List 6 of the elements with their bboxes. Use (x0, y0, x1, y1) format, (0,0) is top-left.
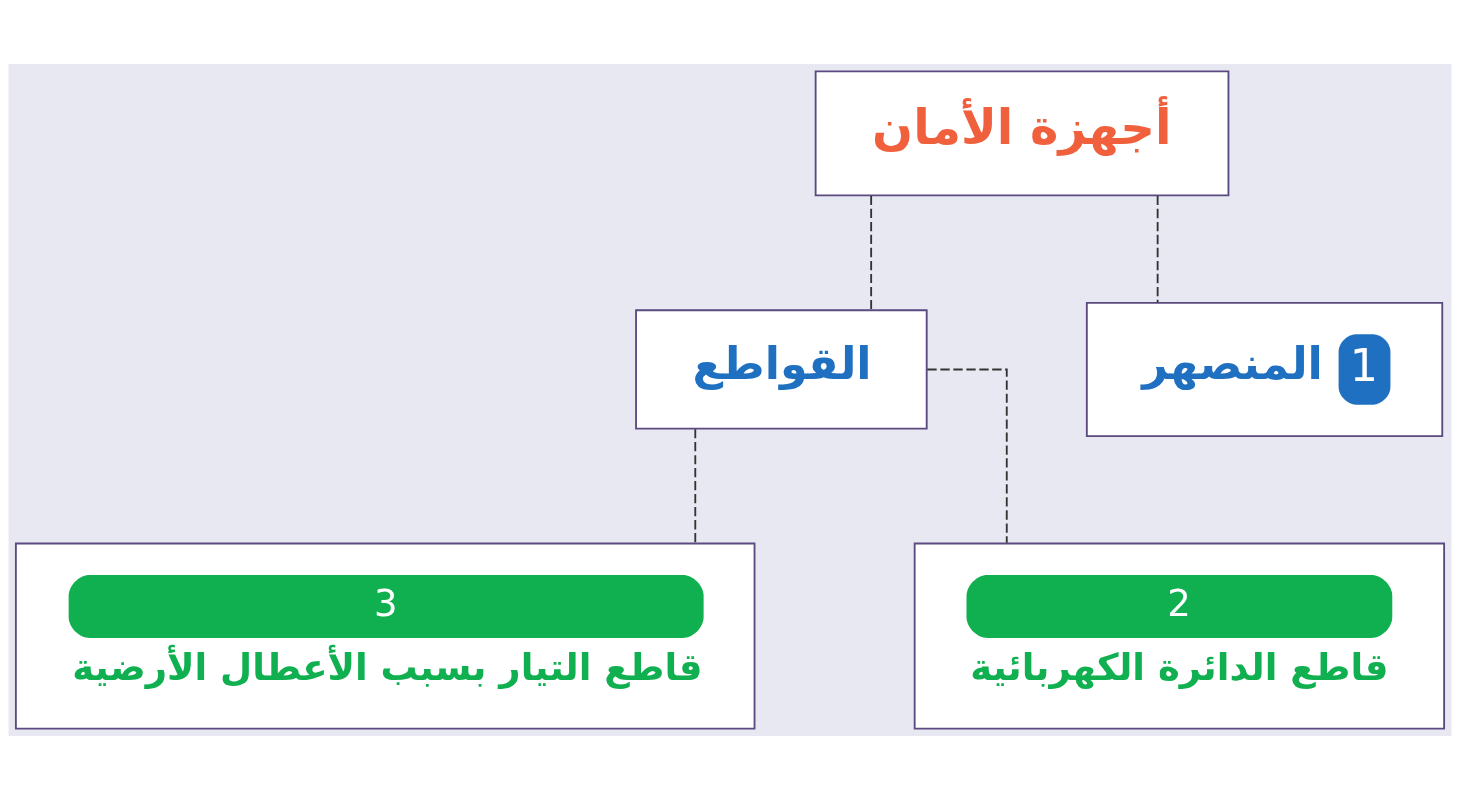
connector (1156, 194, 1159, 303)
connector (926, 368, 1008, 544)
connector (870, 194, 873, 311)
node-box: القواطع (635, 308, 928, 430)
connector (694, 427, 697, 544)
node-box: أجهزة الأمان (814, 69, 1230, 196)
